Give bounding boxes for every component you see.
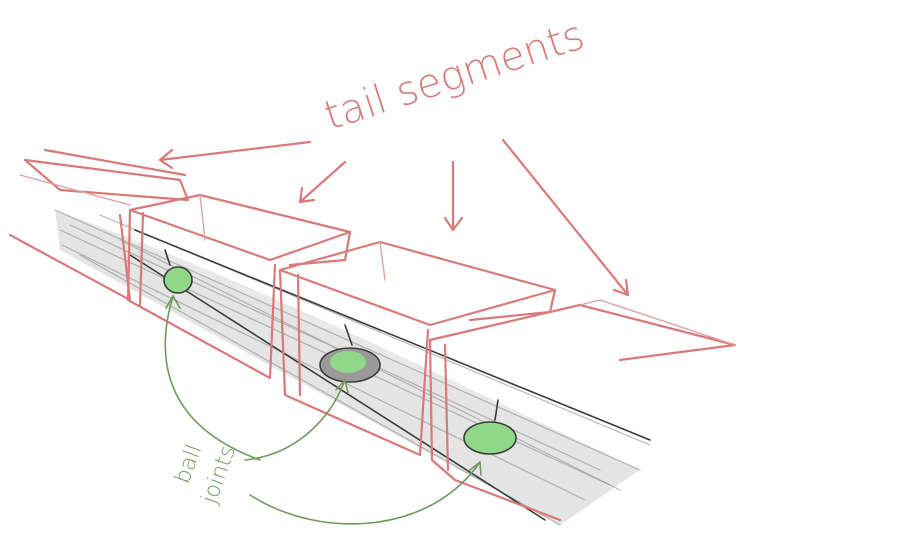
joint-arrows xyxy=(164,295,482,525)
ball-joints xyxy=(163,249,517,455)
segment-arrows xyxy=(158,138,630,297)
tail-segment-3 xyxy=(278,240,557,457)
tail-segment-4 xyxy=(428,299,737,522)
tail-segment-2 xyxy=(126,193,352,380)
ball-joint-1 xyxy=(163,266,193,294)
label-ball: ball xyxy=(170,441,207,487)
label-tail-segments: tail segments xyxy=(319,12,590,139)
ball-joint-3 xyxy=(463,421,517,455)
